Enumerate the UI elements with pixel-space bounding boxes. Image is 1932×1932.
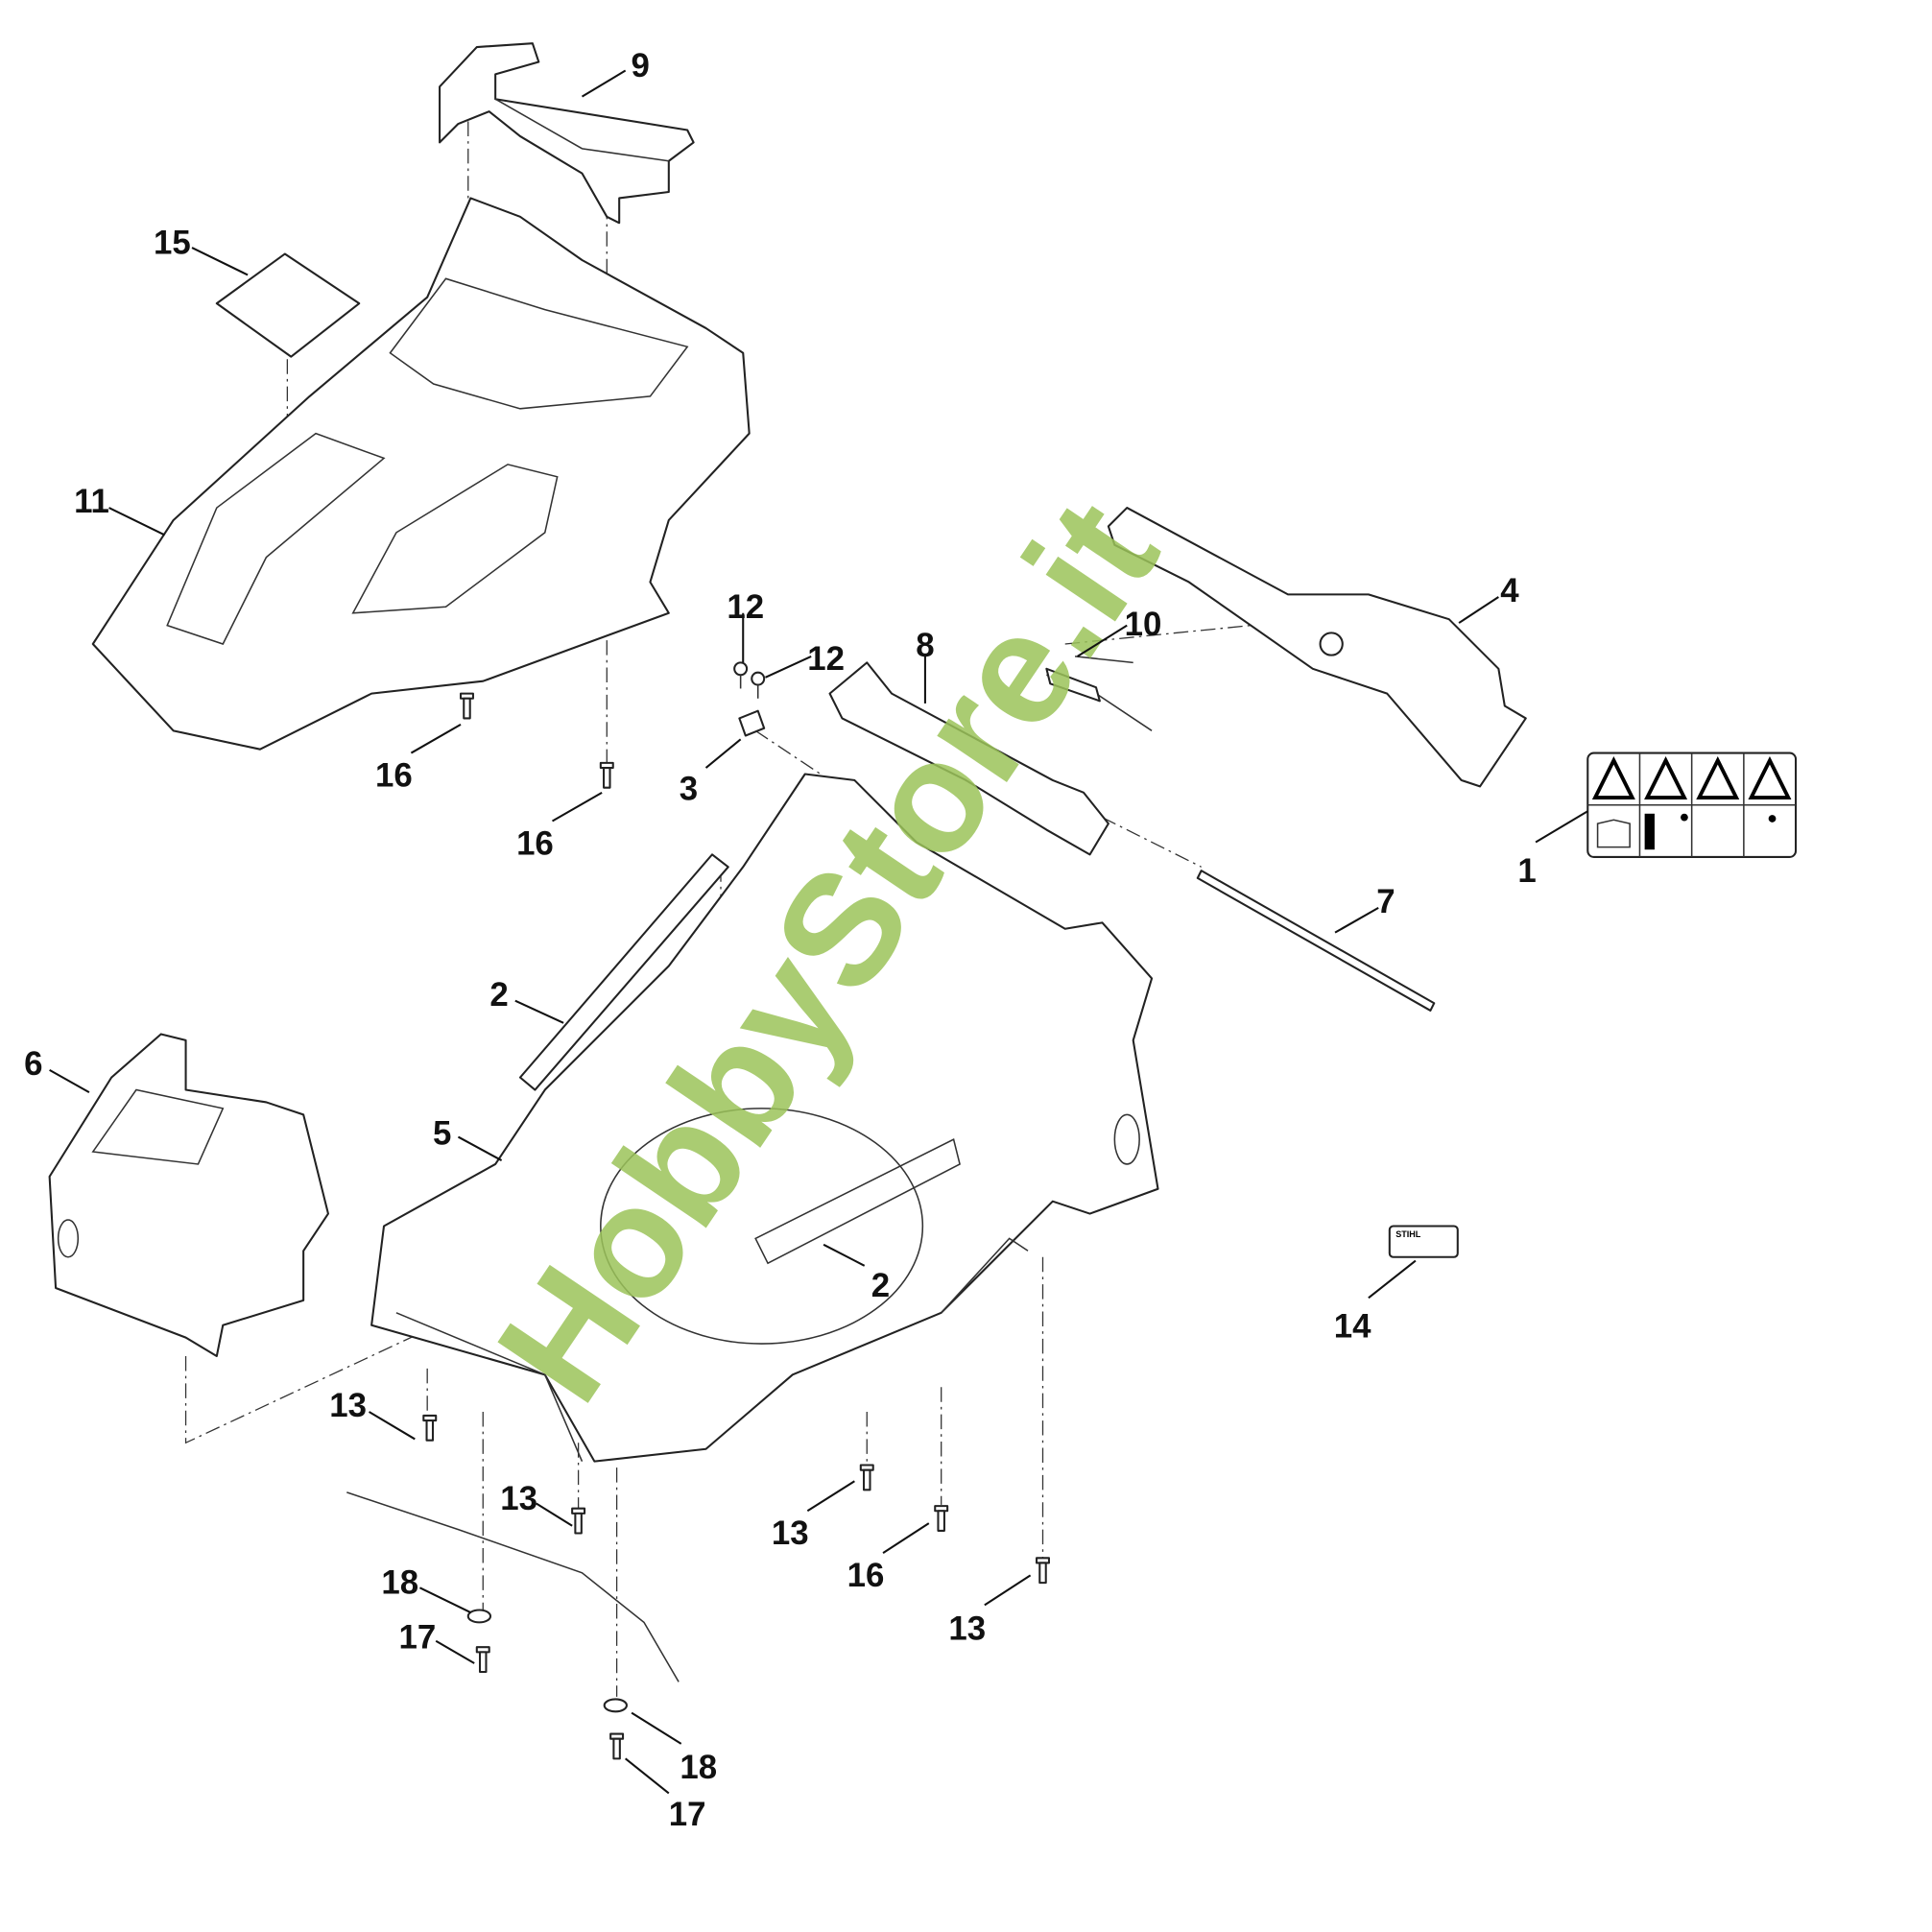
part-6-battery-cover[interactable] bbox=[48, 1033, 329, 1358]
leader-line bbox=[536, 1502, 573, 1527]
leader-line bbox=[581, 69, 627, 98]
distance-icon bbox=[1644, 813, 1655, 850]
callout-7: 7 bbox=[1376, 883, 1395, 920]
leader-line bbox=[704, 738, 742, 769]
rear-axle[interactable] bbox=[346, 1491, 680, 1713]
part-2-seal-strip[interactable] bbox=[518, 853, 729, 1091]
screw[interactable] bbox=[422, 1414, 438, 1442]
callout-12: 12 bbox=[727, 588, 764, 626]
screw[interactable] bbox=[459, 692, 474, 720]
leader-line bbox=[457, 1135, 503, 1161]
leader-line bbox=[551, 791, 603, 823]
callout-13: 13 bbox=[948, 1610, 986, 1647]
leader-line bbox=[1077, 624, 1128, 657]
part-3-clip[interactable] bbox=[738, 709, 766, 737]
leader-line bbox=[823, 1243, 866, 1267]
callout-4: 4 bbox=[1500, 572, 1519, 609]
callout-8: 8 bbox=[916, 627, 934, 664]
callout-15: 15 bbox=[154, 225, 191, 262]
operator-icon bbox=[1768, 815, 1777, 823]
screw[interactable] bbox=[599, 761, 614, 789]
leader-line bbox=[369, 1411, 416, 1441]
leader-lines bbox=[49, 69, 1588, 1795]
screw[interactable] bbox=[1036, 1557, 1050, 1585]
manual-book-icon bbox=[1596, 819, 1631, 848]
part-7-rod[interactable] bbox=[1196, 870, 1436, 1012]
callout-3: 3 bbox=[680, 771, 698, 808]
callout-10: 10 bbox=[1125, 606, 1162, 643]
leader-line bbox=[191, 247, 249, 276]
callout-14: 14 bbox=[1334, 1308, 1371, 1346]
callout-13: 13 bbox=[329, 1387, 367, 1424]
leader-line bbox=[108, 507, 166, 537]
leader-line bbox=[984, 1574, 1032, 1607]
part-10-spring[interactable] bbox=[1045, 656, 1153, 731]
part-12-screws[interactable] bbox=[733, 661, 766, 699]
screw[interactable] bbox=[609, 1732, 625, 1760]
leader-line bbox=[1458, 596, 1499, 624]
callout-1: 1 bbox=[1517, 852, 1536, 890]
leader-line bbox=[1535, 810, 1588, 844]
callout-16: 16 bbox=[516, 824, 554, 862]
leader-line bbox=[882, 1522, 930, 1555]
callout-17: 17 bbox=[669, 1796, 706, 1833]
stihl-logo-text: STIHL bbox=[1395, 1229, 1421, 1239]
leader-line bbox=[765, 655, 812, 679]
callout-13: 13 bbox=[500, 1480, 537, 1517]
leader-line bbox=[435, 1639, 475, 1664]
screw[interactable] bbox=[934, 1505, 949, 1532]
part-15-label[interactable] bbox=[215, 252, 361, 358]
leader-line bbox=[631, 1711, 682, 1745]
callout-18: 18 bbox=[680, 1749, 717, 1786]
person-icon bbox=[1681, 813, 1688, 822]
leader-line bbox=[49, 1068, 90, 1094]
callout-2: 2 bbox=[489, 976, 508, 1014]
leader-line bbox=[1334, 906, 1379, 934]
leader-line bbox=[1368, 1259, 1417, 1300]
callout-13: 13 bbox=[772, 1515, 809, 1552]
callout-12: 12 bbox=[807, 640, 845, 678]
part-4-flap[interactable] bbox=[1107, 507, 1527, 788]
callout-18: 18 bbox=[381, 1564, 418, 1602]
leader-line bbox=[514, 999, 564, 1024]
leader-line bbox=[624, 1757, 670, 1795]
leader-line bbox=[410, 723, 462, 754]
screw[interactable] bbox=[859, 1464, 874, 1491]
part-8-bracket[interactable] bbox=[828, 661, 1109, 856]
screw[interactable] bbox=[571, 1507, 586, 1535]
callout-5: 5 bbox=[433, 1114, 451, 1152]
callout-17: 17 bbox=[398, 1619, 436, 1657]
callout-9: 9 bbox=[631, 47, 649, 84]
part-1-warning-label[interactable] bbox=[1586, 751, 1798, 858]
part-14-rating-plate[interactable]: STIHL bbox=[1388, 1225, 1459, 1258]
warning-triangle-icons bbox=[1591, 755, 1792, 799]
part-9-handle-cover[interactable] bbox=[439, 42, 695, 225]
callout-16: 16 bbox=[375, 756, 413, 794]
callout-2: 2 bbox=[871, 1267, 890, 1304]
callout-11: 11 bbox=[74, 483, 109, 520]
part-5-deck-housing[interactable] bbox=[370, 773, 1159, 1463]
fasteners[interactable] bbox=[422, 692, 1050, 1760]
callout-6: 6 bbox=[24, 1045, 42, 1083]
leader-line bbox=[806, 1480, 855, 1513]
part-11-hood[interactable] bbox=[91, 197, 751, 751]
callout-16: 16 bbox=[847, 1557, 885, 1594]
screw[interactable] bbox=[475, 1646, 490, 1674]
leader-line bbox=[418, 1586, 471, 1614]
